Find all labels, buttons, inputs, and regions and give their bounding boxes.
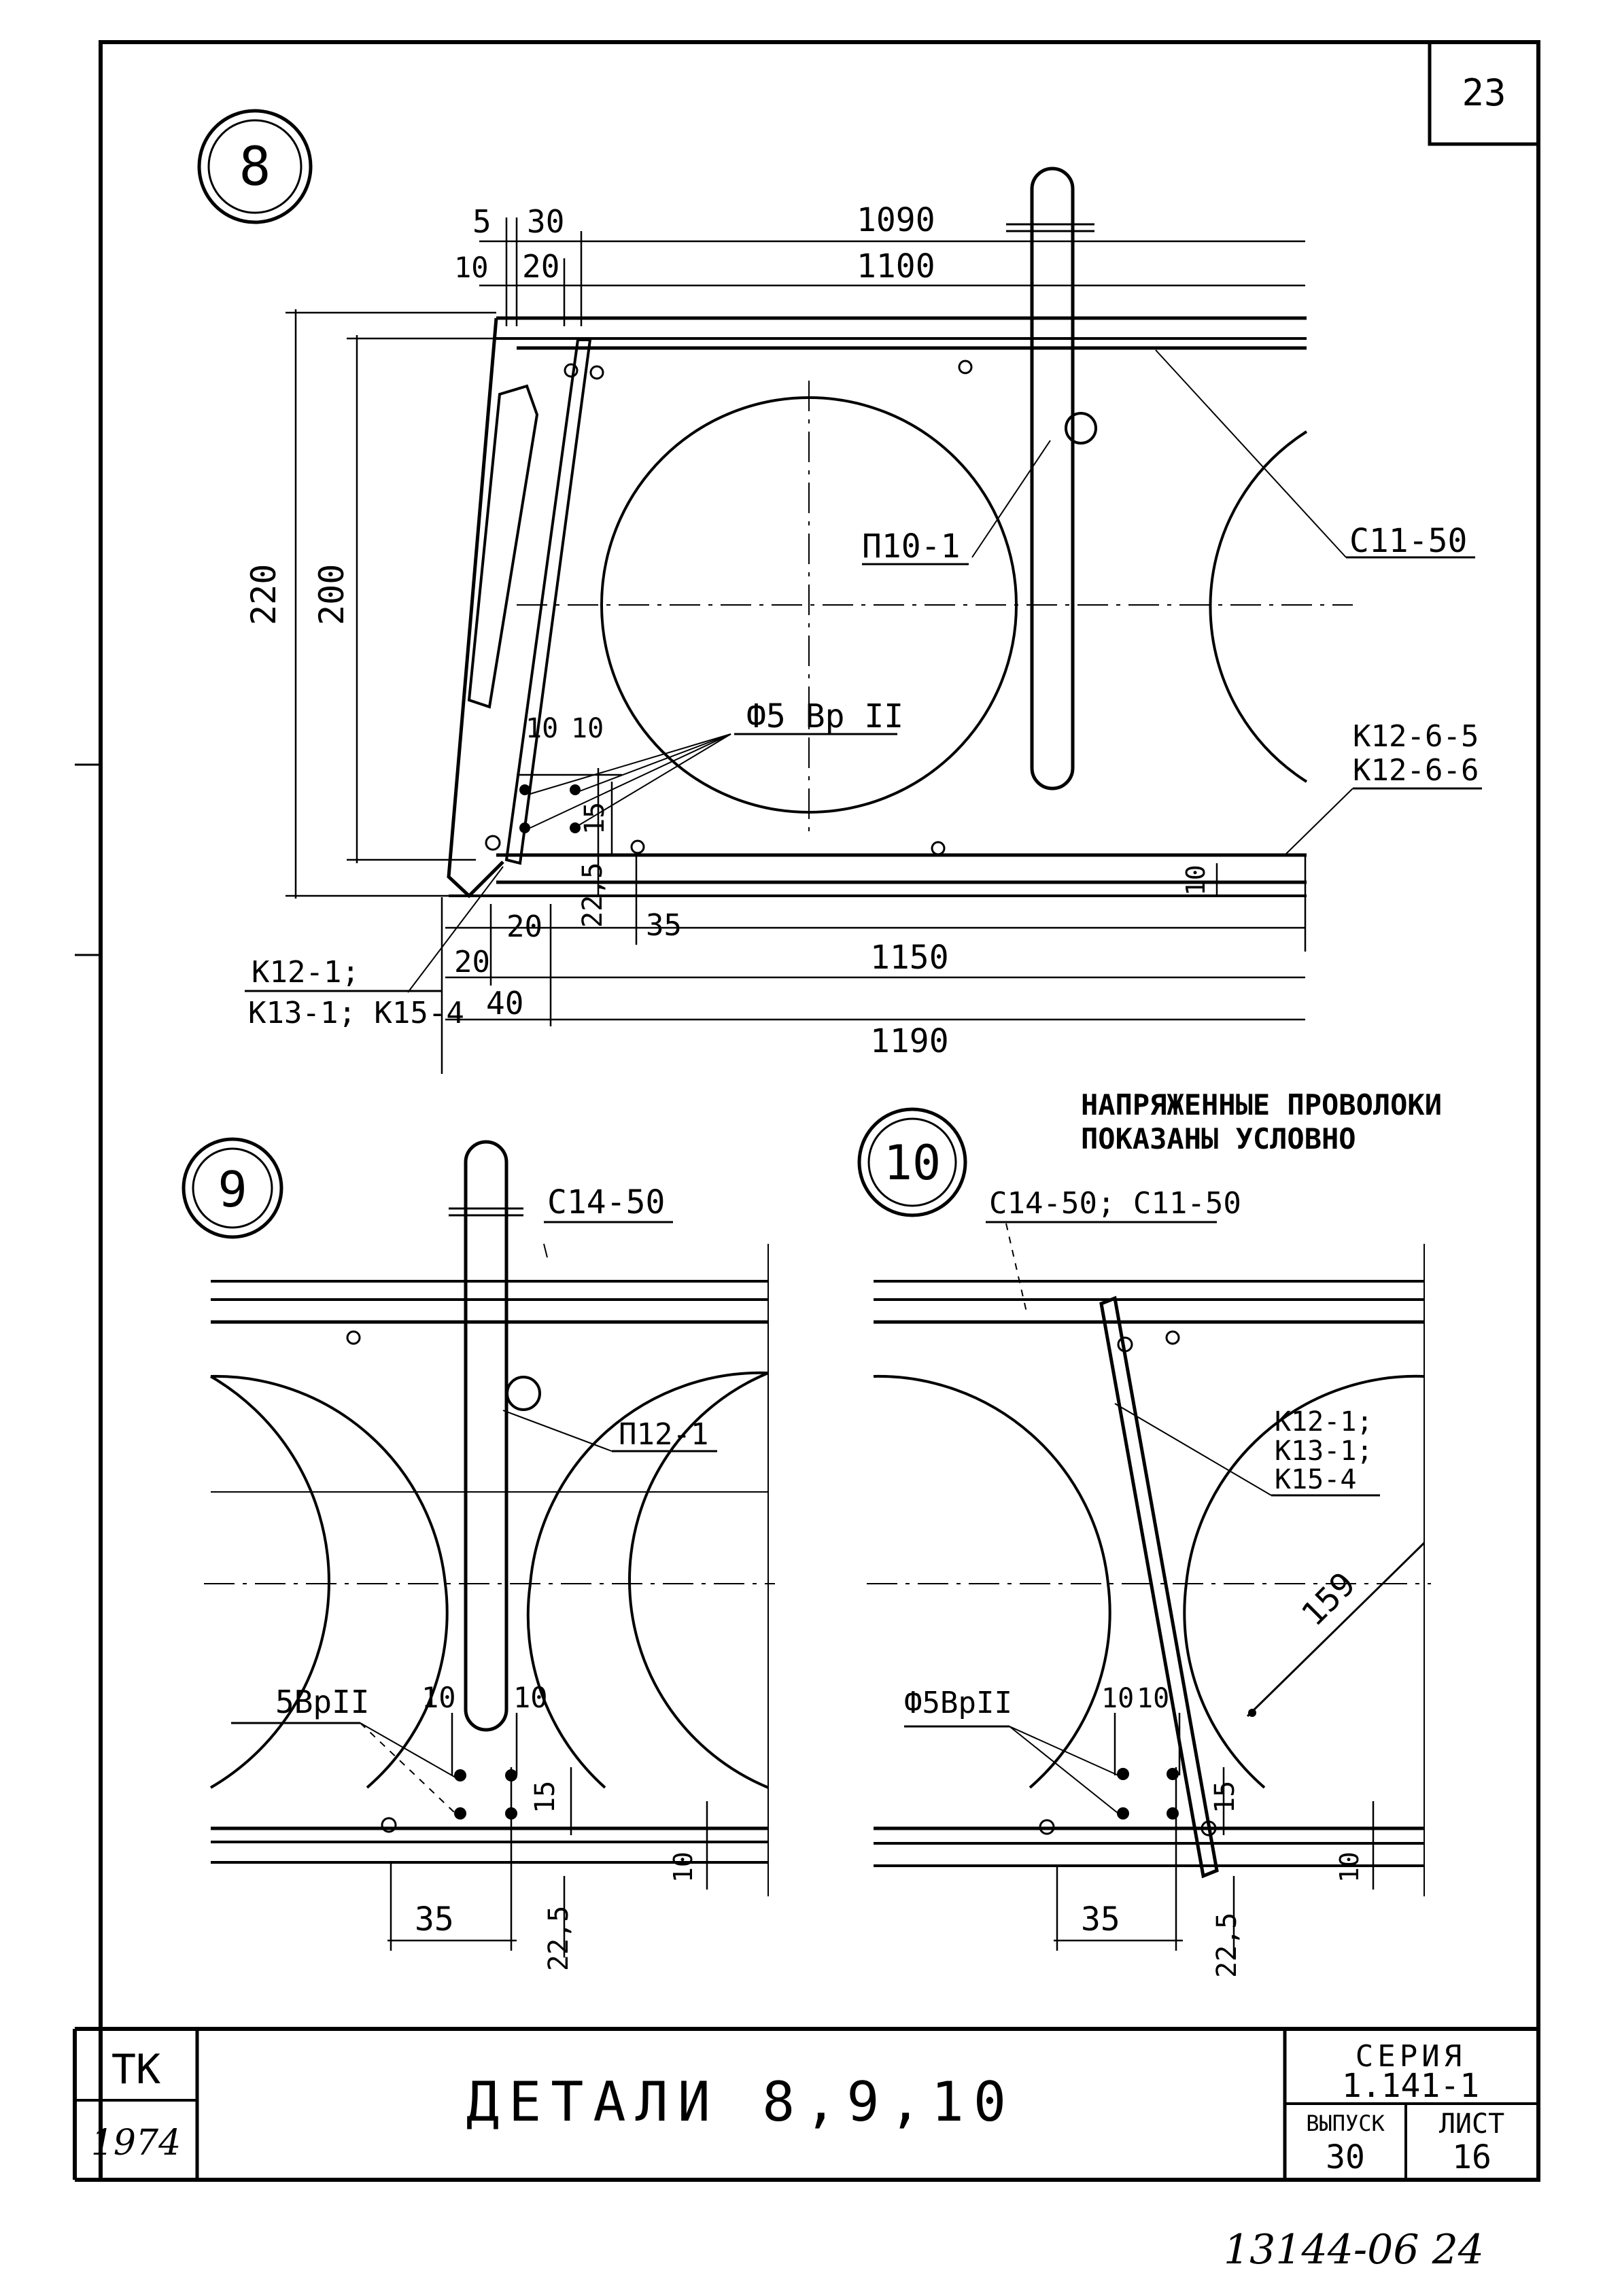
detail-10-number: 10 [884, 1135, 941, 1191]
issue-label: ВЫПУСК [1306, 2110, 1385, 2136]
dim-200: 200 [312, 564, 351, 625]
sheet-number-box [1428, 40, 1540, 146]
dim9-10a: 10 [421, 1681, 456, 1714]
dim10-10b: 10 [1137, 1683, 1169, 1714]
label-k15-4-10: К15-4 [1275, 1464, 1356, 1495]
lifting-loop [1030, 167, 1075, 790]
dim-10a: 10 [525, 713, 558, 744]
series-label: СЕРИЯ [1356, 2039, 1466, 2074]
title-block: ТК 1974 ДЕТАЛИ 8,9,10 СЕРИЯ 1.141-1 ВЫПУ… [73, 2027, 1538, 2182]
dim9-10b: 10 [513, 1681, 548, 1714]
dim-20b: 20 [506, 909, 542, 944]
label-c11-50: С11-50 [1349, 522, 1467, 560]
dim-22-5: 22,5 [577, 863, 608, 928]
dim-1150: 1150 [870, 939, 949, 977]
dim10-10a: 10 [1101, 1683, 1134, 1714]
label-p12-1: П12-1 [619, 1417, 708, 1452]
detail-9-number: 9 [218, 1161, 247, 1218]
dim10-10-vertical: 10 [1334, 1851, 1364, 1883]
label-k13-k15: К13-1; К15-4 [248, 996, 464, 1030]
label-wire-10: Ф5ВрII [904, 1686, 1012, 1720]
dim-40: 40 [486, 985, 523, 1022]
label-k12-1-10: К12-1; [1275, 1406, 1373, 1438]
sheet-label: ЛИСТ [1439, 2108, 1504, 2140]
void-circle-left-9 [210, 1374, 449, 1789]
dim10-159: 159 [1294, 1565, 1363, 1634]
note-line-2: ПОКАЗАНЫ УСЛОВНО [1081, 1122, 1356, 1155]
series-value: 1.141-1 [1342, 2067, 1479, 2105]
dim-30: 30 [527, 203, 564, 240]
dim-1100: 1100 [857, 247, 935, 285]
dim9-15: 15 [530, 1781, 561, 1813]
label-c14-c11: С14-50; С11-50 [989, 1186, 1241, 1221]
dim9-10-vertical: 10 [668, 1851, 698, 1883]
dim10-22-5: 22,5 [1211, 1913, 1243, 1978]
label-k13-1-10: К13-1; [1275, 1436, 1373, 1467]
detail-9: 9 [182, 1137, 775, 1971]
label-k12-6-6: К12-6-6 [1353, 753, 1479, 788]
org-code: ТК [111, 2046, 160, 2093]
drawing-title: ДЕТАЛИ 8,9,10 [466, 2070, 1016, 2134]
dim10-15: 15 [1209, 1781, 1241, 1813]
archive-number: 13144-06 24 [1224, 2226, 1484, 2274]
issue-value: 30 [1326, 2138, 1365, 2176]
detail-8-dimensions [286, 218, 1307, 1074]
void-circle-right-9 [526, 1371, 769, 1789]
sheet-value: 16 [1452, 2138, 1491, 2176]
detail-10-marker [857, 1107, 967, 1217]
void-circle-right [1209, 430, 1308, 783]
dim-15: 15 [579, 802, 610, 835]
dim-35: 35 [646, 908, 682, 943]
dim10-35: 35 [1081, 1900, 1120, 1938]
dim-10: 10 [454, 251, 489, 284]
dim-10-vertical: 10 [1181, 865, 1211, 896]
detail-10: 10 [857, 1107, 1431, 1978]
dim-1090: 1090 [857, 201, 935, 239]
dim-20: 20 [522, 248, 559, 285]
lifting-loop-9 [464, 1140, 508, 1732]
dim-5: 5 [472, 203, 491, 240]
void-circle-right-10 [1183, 1374, 1425, 1789]
detail-9-marker [182, 1137, 283, 1239]
dim9-22-5: 22,5 [543, 1906, 574, 1971]
year: 1974 [91, 2123, 181, 2163]
dim-1190: 1190 [870, 1022, 949, 1060]
label-k12-1: К12-1; [252, 955, 360, 990]
dim-10b: 10 [571, 713, 604, 744]
void-circle-left-10 [873, 1374, 1111, 1789]
detail-8-number: 8 [239, 137, 271, 198]
label-c14-50: С14-50 [547, 1183, 665, 1221]
note-line-1: НАПРЯЖЕННЫЕ ПРОВОЛОКИ [1081, 1088, 1442, 1121]
label-wire-phi5: Ф5 Вр II [746, 697, 903, 735]
label-p10-1: П10-1 [862, 527, 961, 566]
detail-8-marker [197, 109, 313, 224]
label-k12-6-5: К12-6-5 [1353, 719, 1479, 754]
dim9-35: 35 [415, 1900, 454, 1938]
detail-8: 8 [197, 109, 1482, 1074]
dim-220: 220 [244, 564, 283, 625]
dim-20a: 20 [454, 945, 490, 979]
label-wire-9: 5ВрII [275, 1684, 369, 1720]
sheet-number: 23 [1462, 71, 1506, 114]
slanted-bar [1099, 1295, 1219, 1879]
